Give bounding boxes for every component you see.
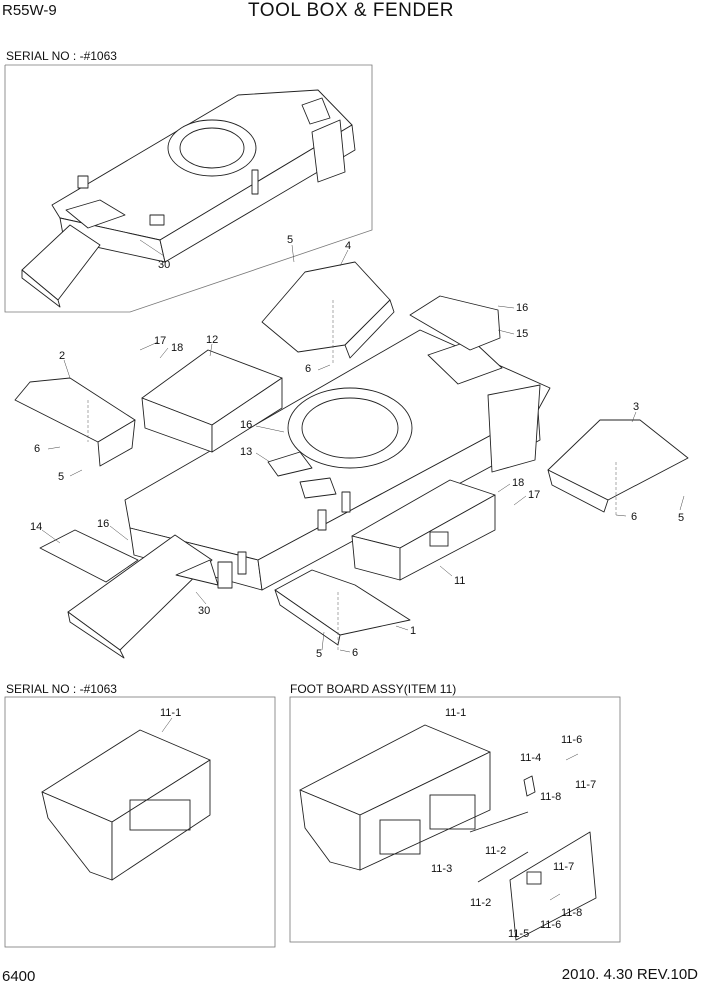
callout-5-bottom: 5: [316, 648, 322, 660]
callout-30-main: 30: [198, 605, 210, 617]
page-number: 6400: [2, 968, 36, 985]
callout-11: 11: [454, 575, 465, 587]
callout-18-left: 18: [171, 342, 183, 354]
callout-12: 12: [206, 334, 218, 346]
foot-board-exploded-assembly: [299, 724, 597, 941]
callout-17-right: 17: [528, 489, 540, 501]
callout-11-7-bottom: 11-7: [553, 861, 574, 873]
callout-6-bottom: 6: [352, 647, 358, 659]
callout-11-1-left: 11-1: [160, 707, 181, 719]
callout-11-4: 11-4: [520, 752, 541, 764]
model-label: R55W-9: [2, 2, 57, 19]
bottom-serial-caption: SERIAL NO : -#1063: [6, 682, 117, 696]
callout-11-5: 11-5: [508, 928, 529, 940]
callout-13: 13: [240, 446, 252, 458]
callout-6-right: 6: [631, 511, 637, 523]
revision-label: 2010. 4.30 REV.10D: [561, 966, 698, 983]
leader-lines: [41, 239, 685, 653]
callout-5-top: 5: [287, 234, 293, 246]
callout-3: 3: [633, 401, 639, 413]
callout-14: 14: [30, 521, 42, 533]
fender-item-1: [274, 569, 411, 650]
callout-5-right: 5: [678, 512, 684, 524]
callout-16-left: 16: [97, 518, 109, 530]
callout-16-right: 16: [516, 302, 528, 314]
top-serial-caption: SERIAL NO : -#1063: [6, 49, 117, 63]
callout-11-6-bottom: 11-6: [540, 919, 561, 931]
callout-15: 15: [516, 328, 528, 340]
callout-11-8-bottom: 11-8: [561, 907, 582, 919]
callout-6-left: 6: [34, 443, 40, 455]
fender-item-3: [547, 419, 689, 515]
fender-item-4: [261, 261, 395, 365]
plate-item-15: [409, 295, 501, 351]
callout-4: 4: [345, 240, 351, 252]
main-frame-assembly: [67, 329, 551, 659]
callout-1: 1: [410, 625, 416, 637]
callout-11-7-top: 11-7: [575, 779, 596, 791]
tool-box-item-12: [141, 349, 283, 453]
callout-17-left: 17: [154, 335, 166, 347]
callout-16-center: 16: [240, 419, 252, 431]
callout-5-left: 5: [58, 471, 64, 483]
bottom-left-inset-frame: [4, 696, 276, 948]
callout-11-1-right: 11-1: [445, 707, 466, 719]
callout-11-2-top: 11-2: [485, 845, 506, 857]
callout-11-3: 11-3: [431, 863, 452, 875]
upper-frame-assembly: [21, 89, 356, 308]
fender-item-2: [14, 377, 136, 467]
callout-2: 2: [59, 350, 65, 362]
callout-30-top: 30: [158, 259, 170, 271]
callout-11-8-top: 11-8: [540, 791, 561, 803]
page-title: TOOL BOX & FENDER: [248, 0, 454, 21]
callout-6-center: 6: [305, 363, 311, 375]
callout-18-right: 18: [512, 477, 524, 489]
foot-board-caption: FOOT BOARD ASSY(ITEM 11): [290, 682, 457, 696]
plate-item-14: [39, 529, 139, 583]
foot-board-old-assembly: [41, 717, 211, 881]
callout-11-6-top: 11-6: [561, 734, 582, 746]
callout-labels: 30 5 4 16 15 17 18 12 2 6 3 16 6 13 5 18…: [30, 234, 684, 660]
top-inset-frame: [4, 64, 373, 313]
callout-11-2-bottom: 11-2: [470, 897, 491, 909]
foot-board-inset-frame: [289, 696, 621, 943]
plate-item-13: [267, 451, 313, 477]
foot-board-item-11: [351, 479, 496, 581]
